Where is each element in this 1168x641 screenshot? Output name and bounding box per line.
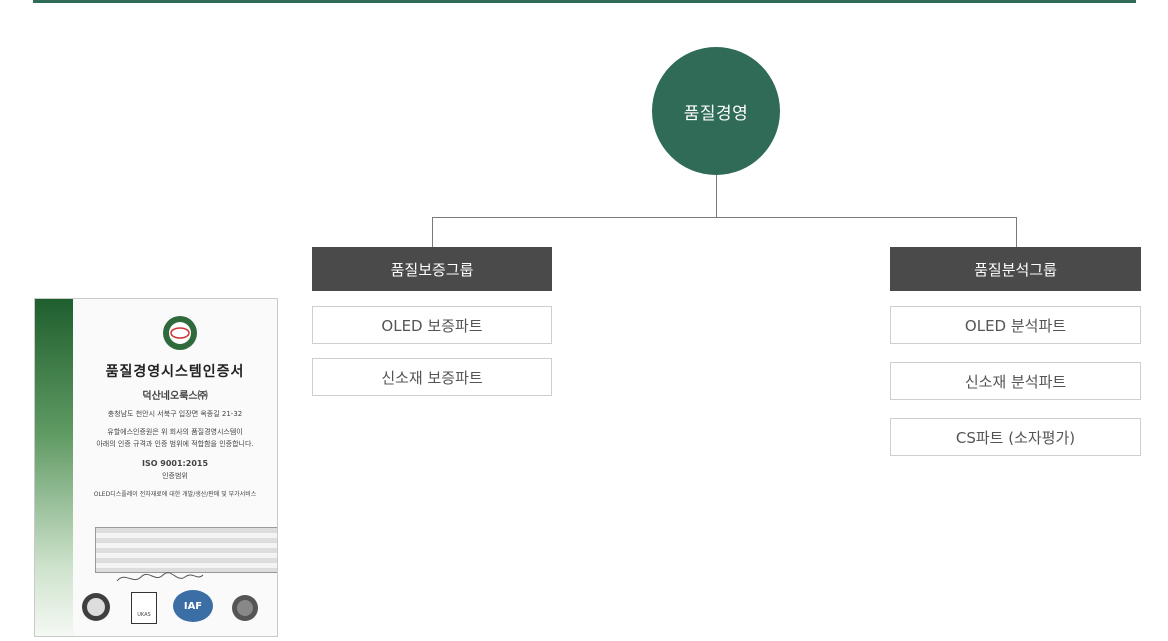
certificate-scope-label: 인증범위 [162,472,188,480]
certificate-green-band [35,299,73,636]
part-label: 신소재 보증파트 [381,368,483,387]
iso-certificate-image: 품질경영시스템인증서 덕산네오룩스㈜ 충청남도 천안시 서북구 입장면 옥종길 … [34,298,278,637]
root-node-label: 품질경영 [683,103,749,124]
ukas-top-seal-icon [163,316,197,350]
top-rule [33,0,1136,3]
certificate-address: 충청남도 천안시 서북구 입장면 옥종길 21-32 [107,410,243,418]
root-node-quality-management: 품질경영 [652,47,780,175]
connector-horizontal [432,217,1017,218]
group-header-quality-analysis: 품질분석그룹 [890,247,1141,291]
certificate-scope: OLED디스플레이 전자재료에 대한 개발/생산/판매 및 부가서비스 [93,491,257,498]
ukas-badge: UKAS [131,592,157,624]
group-label: 품질보증그룹 [390,260,474,279]
iaf-badge-label: IAF [183,600,203,612]
part-oled-analysis: OLED 분석파트 [890,306,1141,344]
ukas-badge-label: UKAS [137,612,151,618]
part-label: OLED 보증파트 [381,316,483,335]
part-label: CS파트 (소자평가) [955,428,1076,447]
certificate-statement-1: 유할에스인증원은 위 회사의 품질경영시스템이 [107,428,243,436]
connector-right-drop [1016,217,1017,247]
part-new-material-assurance: 신소재 보증파트 [312,358,552,396]
certificate-statement-2: 아래의 인증 규격과 인증 범위에 적합함을 인증합니다. [96,440,254,448]
connector-left-drop [432,217,433,247]
part-label: OLED 분석파트 [964,316,1067,335]
part-new-material-analysis: 신소재 분석파트 [890,362,1141,400]
accreditation-seal-icon [232,595,258,621]
part-oled-assurance: OLED 보증파트 [312,306,552,344]
certificate-standard: ISO 9001:2015 [141,459,209,468]
connector-root-down [716,175,717,218]
certificate-detail-table [95,527,277,573]
signature-icon [116,572,204,582]
group-header-quality-assurance: 품질보증그룹 [312,247,552,291]
part-label: 신소재 분석파트 [964,372,1067,391]
group-label: 품질분석그룹 [974,260,1057,279]
certificate-title: 품질경영시스템인증서 [105,364,245,380]
certificate-company: 덕산네오룩스㈜ [142,391,208,402]
part-cs-device-evaluation: CS파트 (소자평가) [890,418,1141,456]
iaf-badge: IAF [173,590,213,622]
certification-seal-icon [82,593,110,621]
